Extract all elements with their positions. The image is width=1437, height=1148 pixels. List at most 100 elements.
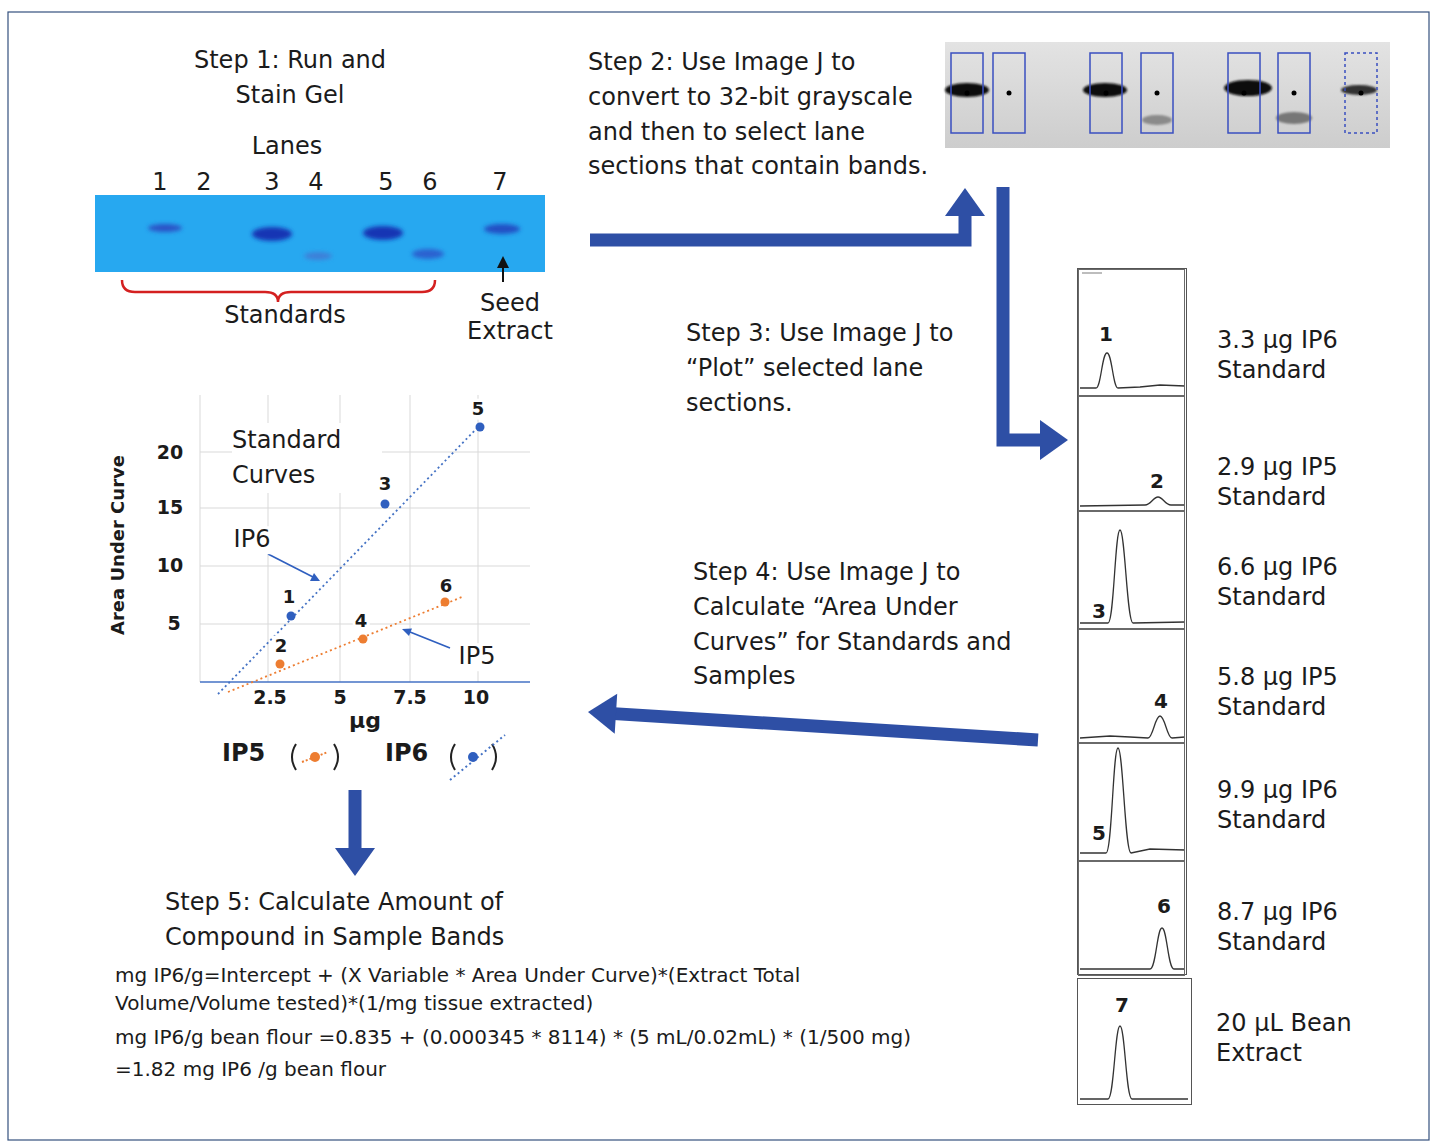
step-heading: Step 2: Use Image J to convert to 32-bit… bbox=[588, 45, 933, 184]
grayscale-gel bbox=[1141, 53, 1173, 133]
stained-gel bbox=[412, 249, 444, 259]
ip5-data-point bbox=[359, 635, 368, 644]
ip5-data-point bbox=[441, 598, 450, 607]
x-axis bbox=[200, 681, 530, 683]
figure-frame bbox=[8, 12, 1429, 1140]
step-heading: Step 4: Use Image J to Calculate “Area U… bbox=[693, 555, 1033, 694]
grayscale-gel bbox=[945, 80, 1377, 125]
chart-grid bbox=[200, 395, 201, 682]
flow-arrow bbox=[590, 188, 985, 240]
legend-label: IP5 bbox=[222, 740, 265, 768]
chart-grid bbox=[200, 508, 530, 509]
flow-arrow bbox=[588, 694, 1038, 740]
axis-tick: 2.5 bbox=[253, 687, 287, 709]
profile-plot-panel: 13.3 µg IP6 Standard bbox=[1078, 269, 1185, 396]
lane-profile-curve bbox=[1080, 748, 1185, 853]
formula-line: =1.82 mg IP6 /g bean flour bbox=[115, 1055, 995, 1083]
stained-gel: Step 1: Run and Stain Gel bbox=[95, 195, 545, 272]
stained-gel bbox=[148, 224, 182, 232]
profile-plot-panel: 720 µL Bean Extract bbox=[1077, 978, 1192, 1105]
leader-arrow bbox=[268, 554, 313, 577]
lane-profile-curve bbox=[1080, 530, 1185, 623]
leader-arrow bbox=[310, 573, 320, 581]
axis-title: Area Under Curve bbox=[108, 455, 129, 635]
lane-profile-curve bbox=[1080, 928, 1185, 969]
legend-sample bbox=[334, 744, 338, 770]
flow-arrow bbox=[1003, 187, 1068, 460]
axis-tick: 10 bbox=[157, 555, 183, 577]
lane-profile-curve bbox=[1080, 353, 1185, 388]
axis-tick: 10 bbox=[463, 687, 489, 709]
axis-tick: 5 bbox=[167, 613, 180, 635]
chart-grid bbox=[478, 395, 479, 682]
grayscale-gel bbox=[1228, 53, 1260, 133]
flow-arrow bbox=[335, 790, 375, 876]
axis-tick: 15 bbox=[157, 497, 183, 519]
formula-line: mg IP6/g bean flour =0.835 + (0.000345 *… bbox=[115, 1023, 935, 1051]
plot-number: 5 bbox=[1090, 822, 1108, 844]
plot-number: 7 bbox=[1113, 994, 1131, 1016]
grayscale-gel bbox=[951, 53, 983, 133]
profile-plot-panel: 59.9 µg IP6 Standard bbox=[1078, 743, 1185, 861]
point-label: 3 bbox=[377, 474, 394, 495]
lane-profile-curve bbox=[1080, 497, 1185, 506]
arrow-head bbox=[945, 188, 985, 216]
ip6-data-point bbox=[287, 612, 296, 621]
legend-sample bbox=[450, 735, 505, 780]
arrow-shaft bbox=[349, 790, 362, 850]
profile-plot-panel: 68.7 µg IP6 Standard bbox=[1078, 861, 1185, 976]
stained-gel bbox=[148, 224, 520, 260]
point-label: 2 bbox=[273, 636, 290, 657]
series-label: IP5 bbox=[457, 643, 498, 671]
ip5-trendline bbox=[228, 597, 462, 692]
axis-tick: 7.5 bbox=[393, 687, 427, 709]
ip6-data-point bbox=[381, 500, 390, 509]
chart-grid bbox=[200, 395, 530, 682]
formula-line: mg IP6/g=Intercept + (X Variable * Area … bbox=[115, 961, 915, 1017]
plot-label: 9.9 µg IP6 Standard bbox=[1217, 775, 1402, 835]
axis-tick: 20 bbox=[157, 442, 183, 464]
pointer-label: Seed Extract bbox=[455, 290, 565, 345]
grayscale-gel bbox=[1359, 91, 1364, 96]
leader-arrow bbox=[402, 629, 412, 636]
lane-number: 5 bbox=[378, 169, 393, 197]
leader-arrow bbox=[410, 632, 450, 648]
stained-gel bbox=[304, 252, 332, 260]
legend-sample bbox=[310, 752, 320, 762]
grayscale-gel bbox=[1007, 91, 1012, 96]
legend-label: IP6 bbox=[385, 740, 428, 768]
grayscale-gel bbox=[951, 53, 1377, 133]
chart-grid bbox=[200, 566, 530, 567]
legend-sample bbox=[292, 735, 505, 780]
leader-arrow bbox=[268, 554, 450, 648]
point-label: 6 bbox=[438, 576, 455, 597]
grayscale-gel bbox=[945, 42, 1390, 148]
plot-number: 6 bbox=[1155, 895, 1173, 917]
grayscale-gel bbox=[993, 53, 1025, 133]
lane-profile-curve bbox=[1080, 716, 1185, 738]
lane-profile-curve bbox=[1082, 272, 1102, 273]
axis-title: µg bbox=[349, 708, 381, 733]
ip5-data-point bbox=[276, 660, 285, 669]
plot-label: 3.3 µg IP6 Standard bbox=[1217, 325, 1402, 385]
seed-extract-pointer bbox=[497, 256, 509, 268]
point-label: 5 bbox=[470, 399, 487, 420]
bracket-label: Standards bbox=[224, 302, 346, 330]
plot-number: 4 bbox=[1152, 690, 1170, 712]
plot-number: 2 bbox=[1148, 470, 1166, 492]
grayscale-gel bbox=[1345, 53, 1377, 133]
legend-sample bbox=[302, 752, 328, 762]
profile-plot-panel: 22.9 µg IP5 Standard bbox=[1078, 396, 1185, 511]
seed-extract-pointer bbox=[502, 266, 504, 282]
plot-label: 2.9 µg IP5 Standard bbox=[1217, 452, 1402, 512]
arrow-shaft bbox=[614, 714, 1038, 740]
seed-extract-pointer bbox=[497, 256, 509, 282]
series-label: IP6 bbox=[232, 526, 273, 554]
grayscale-gel bbox=[1278, 53, 1310, 133]
plot-label: 5.8 µg IP5 Standard bbox=[1217, 662, 1402, 722]
legend-sample bbox=[451, 744, 455, 770]
grayscale-gel bbox=[1341, 85, 1377, 95]
plot-label: 6.6 µg IP6 Standard bbox=[1217, 552, 1402, 612]
